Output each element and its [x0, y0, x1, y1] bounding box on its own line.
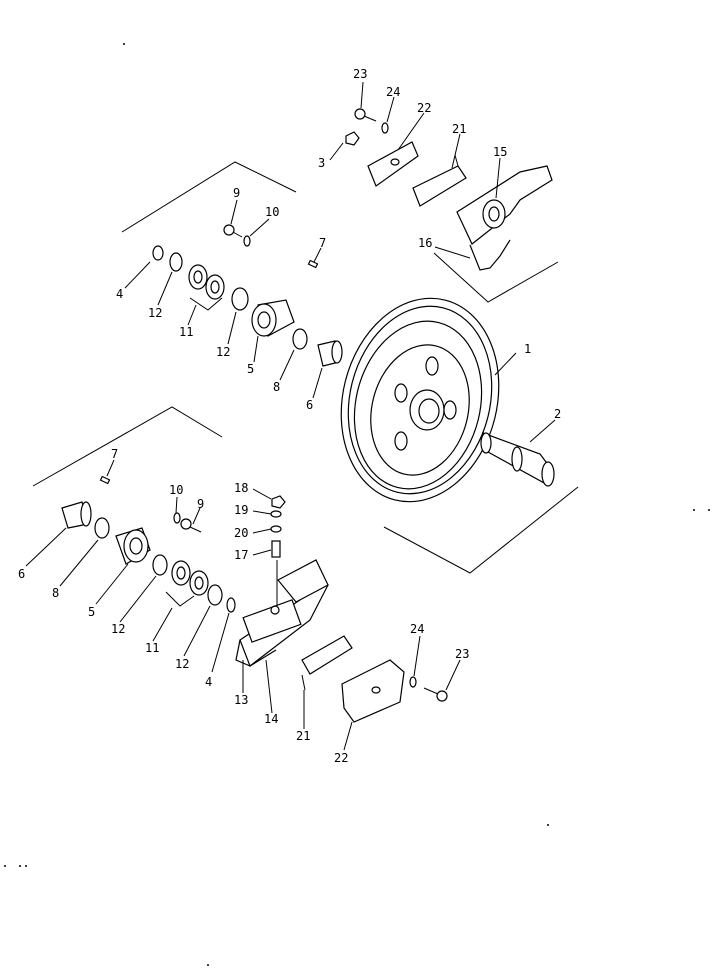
label-part-21: 21 [452, 122, 466, 136]
label-part-22: 22 [334, 751, 348, 765]
label-part-13: 13 [234, 693, 248, 707]
label-part-9: 9 [197, 497, 204, 511]
label-part-24: 24 [410, 622, 424, 636]
label-part-1: 1 [524, 342, 531, 356]
label-part-4: 4 [205, 675, 212, 689]
label-part-12: 12 [216, 345, 230, 359]
label-part-24: 24 [386, 85, 400, 99]
label-part-6: 6 [18, 567, 25, 581]
label-part-7: 7 [319, 236, 326, 250]
label-part-11: 11 [179, 325, 193, 339]
upper-hub-group [152, 224, 343, 367]
scan-specks [4, 43, 710, 966]
label-part-10: 10 [265, 205, 279, 219]
label-part-17: 17 [234, 548, 248, 562]
label-part-22: 22 [417, 101, 431, 115]
label-part-3: 3 [318, 156, 325, 170]
label-part-10: 10 [169, 483, 183, 497]
part-labels: 1 2 3 4 12 11 12 5 8 6 9 10 7 23 24 22 2… [18, 67, 561, 765]
label-part-19: 19 [234, 503, 248, 517]
label-part-21: 21 [296, 729, 310, 743]
label-part-5: 5 [88, 605, 95, 619]
label-part-8: 8 [52, 586, 59, 600]
label-part-20: 20 [234, 526, 248, 540]
label-part-2: 2 [554, 407, 561, 421]
shaft [480, 432, 555, 487]
group-bracket-lines [32, 161, 579, 574]
label-part-7: 7 [111, 447, 118, 461]
label-part-23: 23 [455, 647, 469, 661]
lower-bracket-group [235, 495, 448, 723]
upper-bracket-group [345, 108, 553, 271]
label-part-12: 12 [175, 657, 189, 671]
label-part-8: 8 [273, 380, 280, 394]
label-part-14: 14 [264, 712, 278, 726]
idler-wheel [340, 297, 500, 503]
label-part-16: 16 [418, 236, 432, 250]
label-part-5: 5 [247, 362, 254, 376]
label-part-11: 11 [145, 641, 159, 655]
label-part-12: 12 [148, 306, 162, 320]
label-part-18: 18 [234, 481, 248, 495]
label-part-12: 12 [111, 622, 125, 636]
leader-lines [25, 81, 556, 751]
label-part-9: 9 [233, 186, 240, 200]
label-part-23: 23 [353, 67, 367, 81]
label-part-4: 4 [116, 287, 123, 301]
label-part-6: 6 [306, 398, 313, 412]
lower-hub-group [61, 475, 236, 613]
label-part-15: 15 [493, 145, 507, 159]
